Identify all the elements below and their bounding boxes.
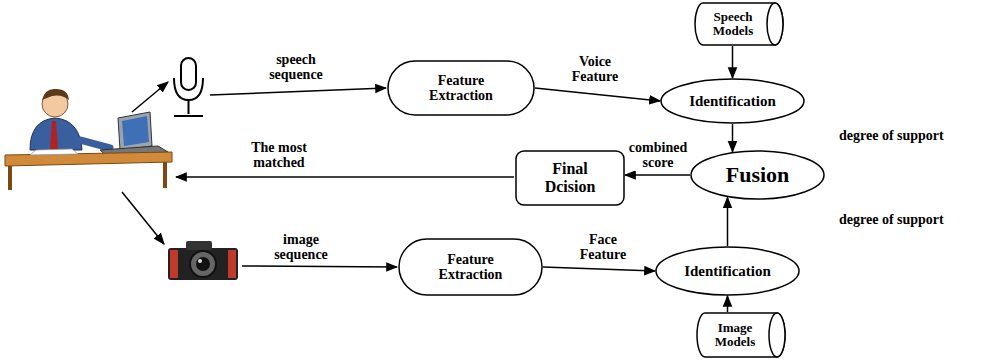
process-box: Feature Extraction bbox=[387, 60, 535, 116]
edge-label: degree of support bbox=[838, 212, 945, 227]
node-label: Fusion bbox=[726, 163, 790, 187]
edge-label: Face Feature bbox=[566, 232, 640, 263]
microphone-icon bbox=[174, 58, 203, 116]
flow-arrow bbox=[727, 197, 729, 246]
edge-label: degree of support bbox=[838, 128, 945, 143]
node-text-group: Final Dcision bbox=[535, 160, 605, 195]
flow-arrow bbox=[732, 46, 734, 78]
node-label: Identification bbox=[684, 263, 771, 280]
model-store: Speech Models bbox=[695, 2, 783, 46]
flow-arrow bbox=[535, 88, 660, 101]
flow-label: speech sequence bbox=[258, 52, 334, 83]
flow-arrow bbox=[625, 174, 690, 176]
flow-arrow bbox=[732, 124, 734, 152]
node-text-group: Feature Extraction bbox=[429, 252, 513, 283]
edge-label: combined score bbox=[626, 140, 690, 171]
node-label: Image Models bbox=[707, 321, 763, 350]
node-label: Final Dcision bbox=[535, 160, 605, 195]
model-store: Image Models bbox=[697, 312, 785, 358]
decision-box: Final Dcision bbox=[515, 150, 625, 206]
person-at-desk bbox=[5, 89, 172, 190]
flow-label: The most matched bbox=[236, 140, 322, 171]
node-text-group: Identification bbox=[684, 263, 771, 280]
flow-arrow bbox=[727, 296, 729, 312]
node-label: Speech Models bbox=[705, 10, 761, 39]
node-text-group: Fusion bbox=[726, 163, 790, 187]
flow-arrow bbox=[543, 267, 655, 271]
fusion-ellipse: Fusion bbox=[690, 150, 825, 200]
node-label: Feature Extraction bbox=[429, 252, 513, 283]
node-text-group: Speech Models bbox=[705, 10, 773, 39]
process-box: Feature Extraction bbox=[398, 238, 543, 296]
identification-ellipse: Identification bbox=[660, 78, 805, 124]
identification-ellipse: Identification bbox=[655, 246, 800, 296]
node-text-group: Identification bbox=[689, 93, 776, 110]
edge-label: Voice Feature bbox=[558, 54, 632, 85]
node-label: Identification bbox=[689, 93, 776, 110]
node-text-group: Feature Extraction bbox=[419, 73, 503, 104]
camera-icon bbox=[168, 241, 238, 280]
node-label: Feature Extraction bbox=[419, 73, 503, 104]
flow-label: image sequence bbox=[262, 232, 340, 263]
node-text-group: Image Models bbox=[707, 321, 775, 350]
